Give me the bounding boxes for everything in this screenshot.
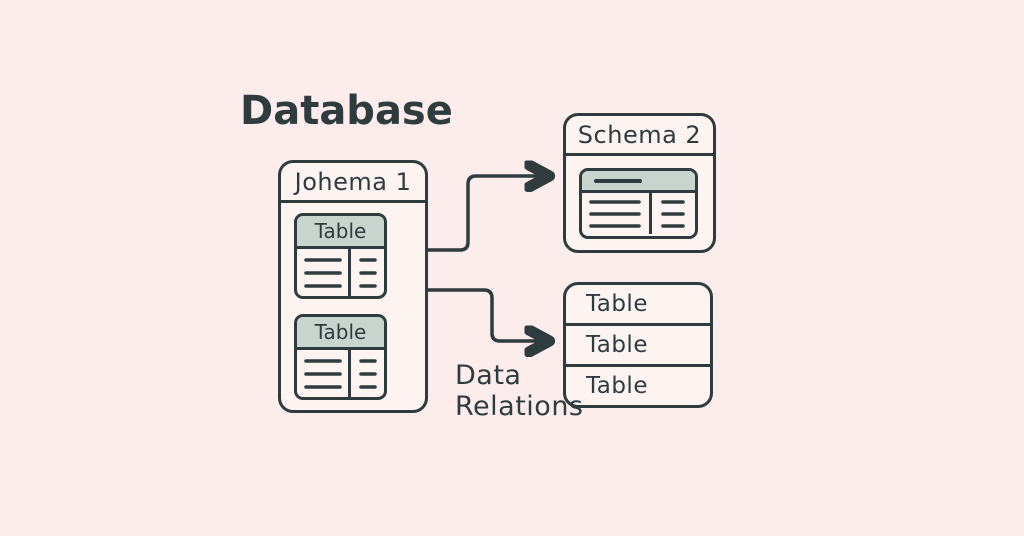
schema1-table2-label: Table — [297, 317, 384, 350]
schema2-table-icon — [579, 168, 698, 239]
schema1-table2-icon: Table — [294, 314, 387, 400]
schema1-table1-icon: Table — [294, 213, 387, 299]
table-stack-box: Table Table Table — [563, 282, 713, 408]
table-stack-row: Table — [586, 373, 648, 399]
title-stub-line-icon — [594, 178, 642, 183]
relations-label: Data Relations — [455, 360, 584, 423]
schema2-title: Schema 2 — [566, 116, 713, 156]
table-stack-row: Table — [566, 285, 710, 326]
table-rows-lines-icon — [297, 249, 384, 296]
table-rows-lines-icon — [582, 193, 695, 234]
schema1-title: Johema 1 — [281, 163, 425, 203]
schema2-box: Schema 2 — [563, 113, 716, 253]
schema1-table1-label: Table — [297, 216, 384, 249]
table-title-stub — [582, 171, 695, 193]
diagram-title: Database — [240, 88, 453, 134]
table-stack-row: Table — [566, 326, 710, 367]
schema1-box: Johema 1 Table — [278, 160, 428, 413]
connector-schema1-to-table-stack — [426, 288, 548, 341]
connector-schema1-to-schema2 — [426, 176, 548, 252]
table-rows-lines-icon — [297, 350, 384, 397]
